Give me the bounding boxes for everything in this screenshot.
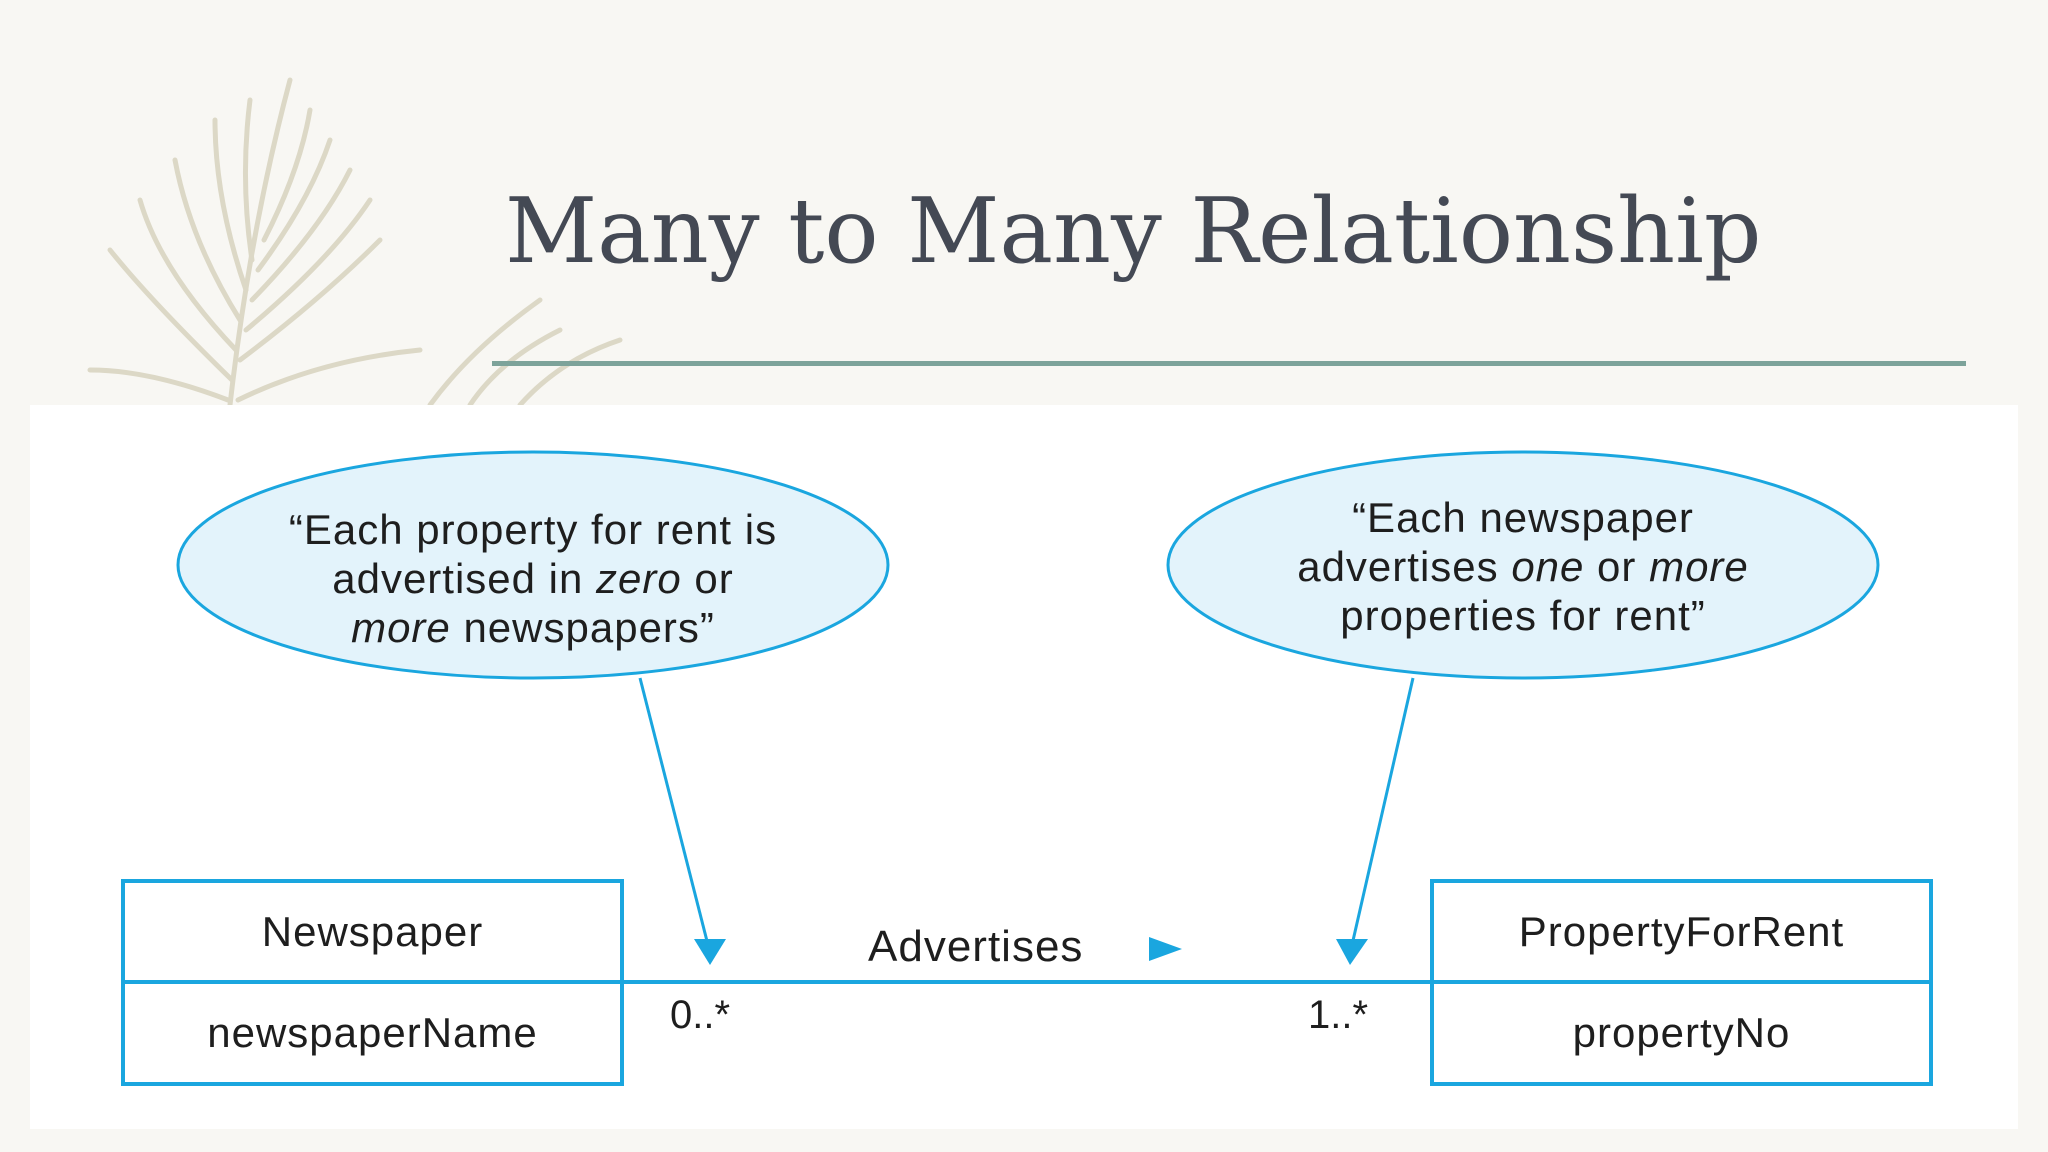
newspaper-entity-attribute: newspaperName bbox=[207, 1009, 538, 1056]
triangle-right-icon bbox=[1149, 937, 1182, 961]
left-note-line-1: “Each property for rent is bbox=[288, 506, 778, 553]
feather-stroke bbox=[172, 157, 243, 323]
feather-stroke bbox=[427, 297, 543, 408]
slide-title: Many to Many Relationship bbox=[505, 179, 1762, 284]
feather-stroke bbox=[87, 367, 231, 403]
title-underline bbox=[492, 361, 1966, 366]
feather-stroke bbox=[235, 347, 423, 403]
left-pointer-arrowhead bbox=[694, 939, 726, 965]
left-note-line-3: more newspapers” bbox=[351, 604, 715, 651]
property-entity-attribute: propertyNo bbox=[1572, 1009, 1791, 1056]
feather-stroke bbox=[517, 337, 623, 408]
diagram-panel: “Each property for rent is advertised in… bbox=[30, 405, 2018, 1129]
left-note-bubble bbox=[176, 450, 890, 680]
right-note-line-3: properties for rent” bbox=[1340, 592, 1706, 639]
right-multiplicity: 1..* bbox=[1308, 993, 1369, 1037]
feather-stroke bbox=[249, 167, 353, 303]
feather-stroke bbox=[261, 107, 313, 243]
feather-stroke bbox=[212, 117, 249, 293]
left-pointer-line bbox=[638, 677, 710, 946]
right-note-text: “Each newspaper advertises one or more p… bbox=[1193, 493, 1853, 640]
feather-stroke bbox=[255, 137, 333, 273]
feather-stroke bbox=[237, 237, 383, 363]
feather-stroke bbox=[243, 197, 373, 333]
right-note-line-1: “Each newspaper bbox=[1352, 494, 1694, 541]
newspaper-entity-name: Newspaper bbox=[261, 907, 484, 955]
feather-stroke bbox=[137, 197, 239, 353]
feather-stroke bbox=[467, 327, 563, 408]
association-label: Advertises bbox=[868, 922, 1084, 971]
right-note-bubble bbox=[1166, 450, 1880, 680]
right-pointer-arrowhead bbox=[1336, 939, 1368, 965]
left-multiplicity: 0..* bbox=[670, 993, 731, 1037]
feather-stroke bbox=[242, 97, 255, 263]
feather-stroke bbox=[107, 247, 235, 383]
feather-stroke bbox=[227, 77, 293, 408]
feather-decoration bbox=[87, 77, 623, 408]
left-note-line-2: advertised in zero or bbox=[332, 555, 734, 602]
left-note-text: “Each property for rent is advertised in… bbox=[203, 505, 863, 652]
right-note-line-2: advertises one or more bbox=[1297, 543, 1749, 590]
uml-diagram bbox=[121, 450, 1933, 1086]
right-pointer-line bbox=[1350, 677, 1415, 946]
property-entity-name: PropertyForRent bbox=[1518, 907, 1845, 955]
